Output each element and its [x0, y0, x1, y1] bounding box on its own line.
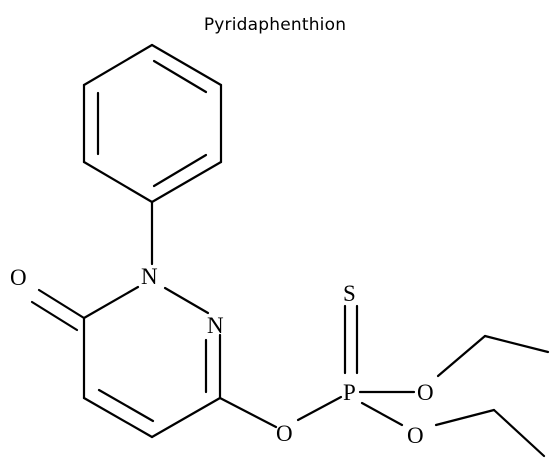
ethyl-chain-2	[434, 408, 546, 458]
atom-n1: N	[141, 264, 158, 289]
thiophosphoryl-bond	[343, 304, 359, 375]
ethyl-chain-1	[436, 334, 550, 378]
bond-o-p	[296, 395, 343, 422]
atom-o-bridge: O	[276, 421, 293, 446]
molecule-title: Pyridaphenthion	[203, 15, 347, 35]
pyridazinone-ring	[82, 285, 222, 439]
atom-o-ethoxy-2: O	[407, 423, 424, 448]
carbonyl-bond	[30, 288, 86, 332]
phenyl-ring	[82, 43, 223, 204]
atom-o-ethoxy-1: O	[417, 380, 434, 405]
atom-s: S	[343, 281, 356, 306]
bond-ring-o	[218, 396, 278, 429]
atom-n2: N	[207, 313, 224, 338]
atom-o-carbonyl: O	[10, 265, 27, 290]
atom-p: P	[343, 380, 356, 405]
bond-p-o-ethoxy-2	[360, 401, 404, 427]
